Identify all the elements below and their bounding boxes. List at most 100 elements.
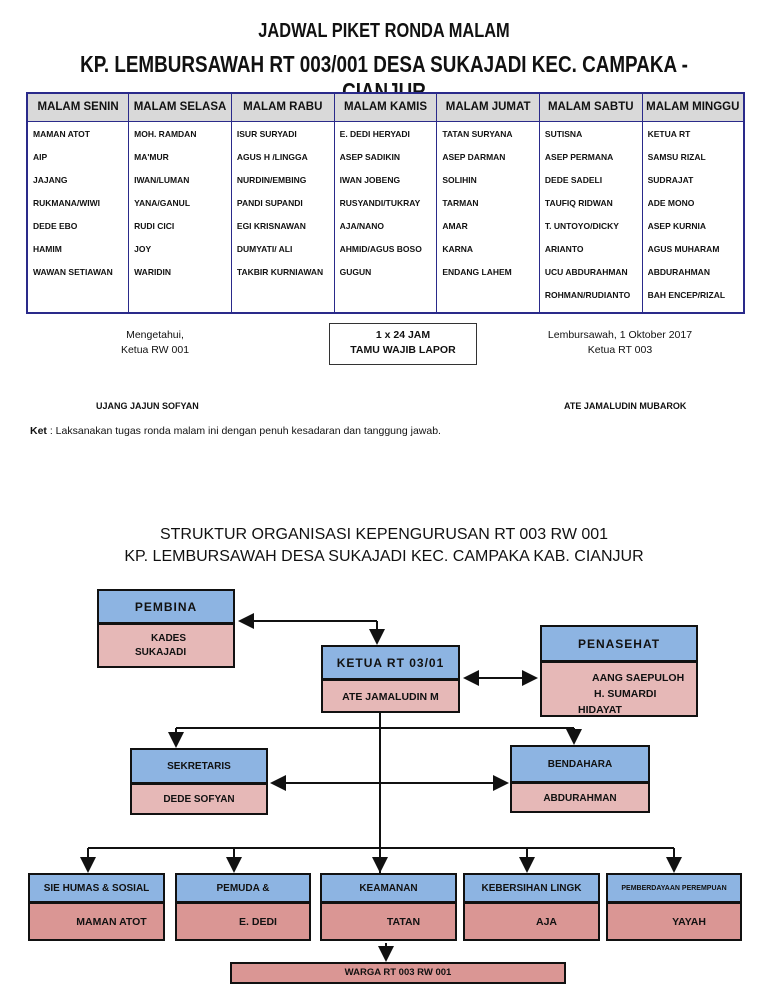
guard-name: E. DEDI HERYADI bbox=[339, 128, 410, 139]
guard-name: DEDE EBO bbox=[33, 220, 78, 231]
guard-name: AGUS H /LINGGA bbox=[236, 151, 308, 162]
penasehat-name2: H. SUMARDI bbox=[594, 688, 657, 700]
guard-name: TARMAN bbox=[442, 197, 479, 208]
guard-name: DEDE SADELI bbox=[544, 174, 603, 185]
bendahara-name: ABDURAHMAN bbox=[512, 784, 648, 811]
penasehat-name3: HIDAYAT bbox=[578, 704, 622, 716]
day-header: MALAM SABTU bbox=[538, 93, 643, 122]
section-box: PEMBERDAYAAN PEREMPUAN YAYAH bbox=[606, 873, 742, 941]
guard-name: ROHMAN/RUDIANTO bbox=[544, 289, 631, 300]
section-box: PEMUDA & E. DEDI bbox=[175, 873, 311, 941]
sekretaris-box: SEKRETARIS DEDE SOFYAN bbox=[130, 748, 268, 815]
rw-title: Ketua RW 001 bbox=[120, 344, 190, 356]
guest-report-line2: TAMU WAJIB LAPOR bbox=[350, 344, 456, 356]
guard-name: TAKBIR KURNIAWAN bbox=[236, 266, 324, 277]
guard-name: ENDANG LAHEM bbox=[442, 266, 512, 277]
guard-name: WARIDIN bbox=[134, 266, 171, 277]
day-column: ISUR SURYADI AGUS H /LINGGA NURDIN/EMBING P… bbox=[230, 121, 335, 313]
guard-name: HAMIM bbox=[33, 243, 62, 254]
guard-name: ASEP PERMANA bbox=[544, 151, 614, 162]
guard-name: JAJANG bbox=[33, 174, 68, 185]
ketua-box: KETUA RT 03/01 ATE JAMALUDIN M bbox=[321, 645, 460, 713]
guard-name: KETUA RT bbox=[647, 128, 691, 139]
bendahara-box: BENDAHARA ABDURAHMAN bbox=[510, 745, 650, 813]
note: Ket : Laksanakan tugas ronda malam ini d… bbox=[30, 425, 441, 437]
rw-signatory: UJANG JAJUN SOFYAN bbox=[96, 401, 199, 411]
section-name: TATAN bbox=[322, 904, 455, 939]
guest-report-box: 1 x 24 JAM TAMU WAJIB LAPOR bbox=[329, 323, 477, 365]
section-box: KEBERSIHAN LINGK AJA bbox=[463, 873, 600, 941]
guard-name: RUKMANA/WIWI bbox=[33, 197, 101, 208]
bendahara-role: BENDAHARA bbox=[512, 747, 648, 781]
section-name: AJA bbox=[465, 904, 598, 939]
ketua-name: ATE JAMALUDIN M bbox=[323, 681, 458, 711]
guard-name: WAWAN SETIAWAN bbox=[33, 266, 113, 277]
sekretaris-role: SEKRETARIS bbox=[132, 750, 266, 782]
pembina-name2: SUKAJADI bbox=[135, 647, 187, 658]
note-label: Ket bbox=[30, 425, 47, 437]
guard-name: T. UNTOYO/DICKY bbox=[544, 220, 619, 231]
guard-name: ASEP DARMAN bbox=[442, 151, 506, 162]
day-header: MALAM RABU bbox=[230, 93, 335, 122]
section-role: PEMBERDAYAAN PEREMPUAN bbox=[608, 875, 740, 901]
sekretaris-name: DEDE SOFYAN bbox=[132, 785, 266, 813]
acknowledged-block: Mengetahui, Ketua RW 001 bbox=[95, 328, 215, 358]
place-date: Lembursawah, 1 Oktober 2017 bbox=[547, 329, 693, 341]
guard-name: ASEP KURNIA bbox=[647, 220, 707, 231]
org-subtitle: KP. LEMBURSAWAH DESA SUKAJADI KEC. CAMPA… bbox=[124, 548, 644, 565]
penasehat-role: PENASEHAT bbox=[542, 627, 696, 660]
guard-name: UCU ABDURAHMAN bbox=[544, 266, 628, 277]
guard-name: YANA/GANUL bbox=[134, 197, 191, 208]
guard-name: ARIANTO bbox=[544, 243, 584, 254]
pembina-role: PEMBINA bbox=[99, 591, 233, 622]
guard-name: JOY bbox=[134, 243, 152, 254]
guard-name: MA'MUR bbox=[134, 151, 169, 162]
rt-signatory: ATE JAMALUDIN MUBAROK bbox=[564, 401, 687, 411]
org-title: STRUKTUR ORGANISASI KEPENGURUSAN RT 003 … bbox=[159, 526, 609, 543]
guard-name: AJA/NANO bbox=[339, 220, 385, 231]
day-header: MALAM MINGGU bbox=[641, 93, 744, 122]
pembina-box: PEMBINA KADES SUKAJADI bbox=[97, 589, 235, 668]
guard-name: SUDRAJAT bbox=[647, 174, 694, 185]
section-name: MAMAN ATOT bbox=[30, 904, 163, 939]
guard-name: AHMID/AGUS BOSO bbox=[339, 243, 422, 254]
guard-name: EGI KRISNAWAN bbox=[236, 220, 306, 231]
guard-name: SAMSU RIZAL bbox=[647, 151, 706, 162]
guard-name: GUGUN bbox=[339, 266, 372, 277]
guard-name: RUDI CICI bbox=[134, 220, 175, 231]
guard-name: SUTISNA bbox=[544, 128, 583, 139]
warga-box: WARGA RT 003 RW 001 bbox=[230, 962, 566, 984]
penasehat-name1: AANG SAEPULOH bbox=[592, 672, 685, 684]
guard-name: DUMYATI/ ALI bbox=[236, 243, 293, 254]
section-role: KEBERSIHAN LINGK bbox=[465, 875, 598, 901]
guard-name: SOLIHIN bbox=[442, 174, 477, 185]
guest-report-line1: 1 x 24 JAM bbox=[375, 329, 431, 341]
penasehat-box: PENASEHAT AANG SAEPULOH H. SUMARDI HIDAY… bbox=[540, 625, 698, 717]
section-role: PEMUDA & bbox=[177, 875, 309, 901]
guard-name: PANDI SUPANDI bbox=[236, 197, 303, 208]
day-column: KETUA RT SAMSU RIZAL SUDRAJAT ADE MONO ASEP … bbox=[641, 121, 744, 313]
guard-name: KARNA bbox=[442, 243, 474, 254]
guard-name: IWAN JOBENG bbox=[339, 174, 401, 185]
guard-name: ISUR SURYADI bbox=[236, 128, 297, 139]
guard-name: AGUS MUHARAM bbox=[647, 243, 720, 254]
section-name: E. DEDI bbox=[177, 904, 309, 939]
ketua-role: KETUA RT 03/01 bbox=[323, 647, 458, 678]
section-name: YAYAH bbox=[608, 904, 740, 939]
guard-name: TATAN SURYANA bbox=[442, 128, 513, 139]
guard-name: NURDIN/EMBING bbox=[236, 174, 307, 185]
guard-name: MOH. RAMDAN bbox=[134, 128, 197, 139]
pembina-name: KADES bbox=[151, 633, 187, 644]
rt-title: Ketua RT 003 bbox=[587, 344, 653, 356]
day-header: MALAM JUMAT bbox=[436, 93, 540, 122]
guard-name: ADE MONO bbox=[647, 197, 695, 208]
guard-name: TAUFIQ RIDWAN bbox=[544, 197, 613, 208]
section-role: KEAMANAN bbox=[322, 875, 455, 901]
guard-name: RUSYANDI/TUKRAY bbox=[339, 197, 421, 208]
